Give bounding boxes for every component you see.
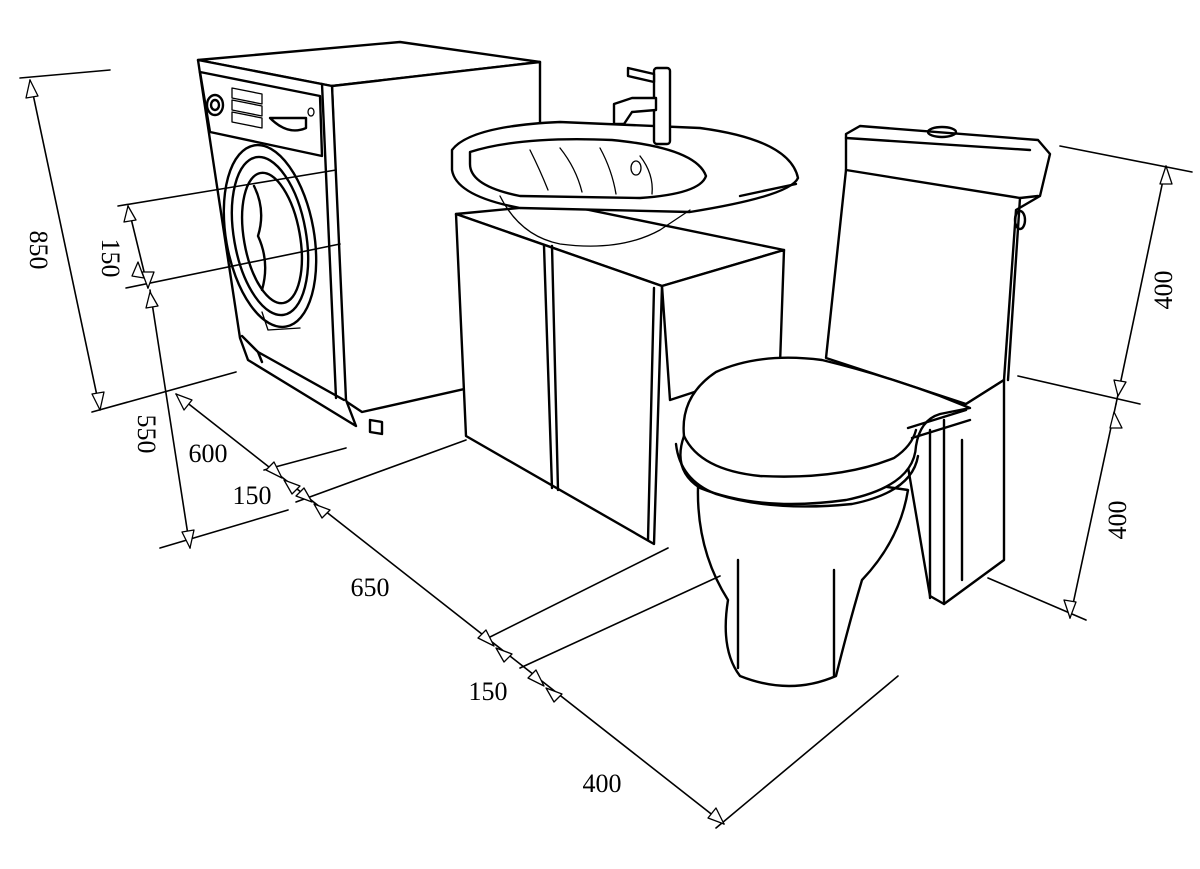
toilet: [674, 124, 1052, 688]
dim-washer-height: 850: [24, 231, 53, 270]
dim-washer-top-offset: 150: [96, 239, 125, 278]
sink-vanity: [450, 66, 800, 546]
faucet: [612, 66, 672, 146]
dim-toilet-bowl-height: 400: [1103, 501, 1132, 540]
dim-toilet-tank-height: 400: [1149, 271, 1178, 310]
dimension-lines: [19, 69, 1193, 829]
dimension-labels: 850 150 550 600 150 650 150 400 400 400: [24, 231, 1178, 799]
arrow: [91, 391, 105, 411]
dim-toilet-width: 400: [583, 769, 622, 798]
dim-washer-width: 600: [189, 439, 228, 468]
dim-gap-sink-toilet: 150: [469, 677, 508, 706]
dim-gap-washer-sink: 150: [233, 481, 272, 510]
dim-washer-side-height: 550: [132, 415, 161, 454]
arrow: [25, 79, 39, 99]
dim-sink-width: 650: [351, 573, 390, 602]
